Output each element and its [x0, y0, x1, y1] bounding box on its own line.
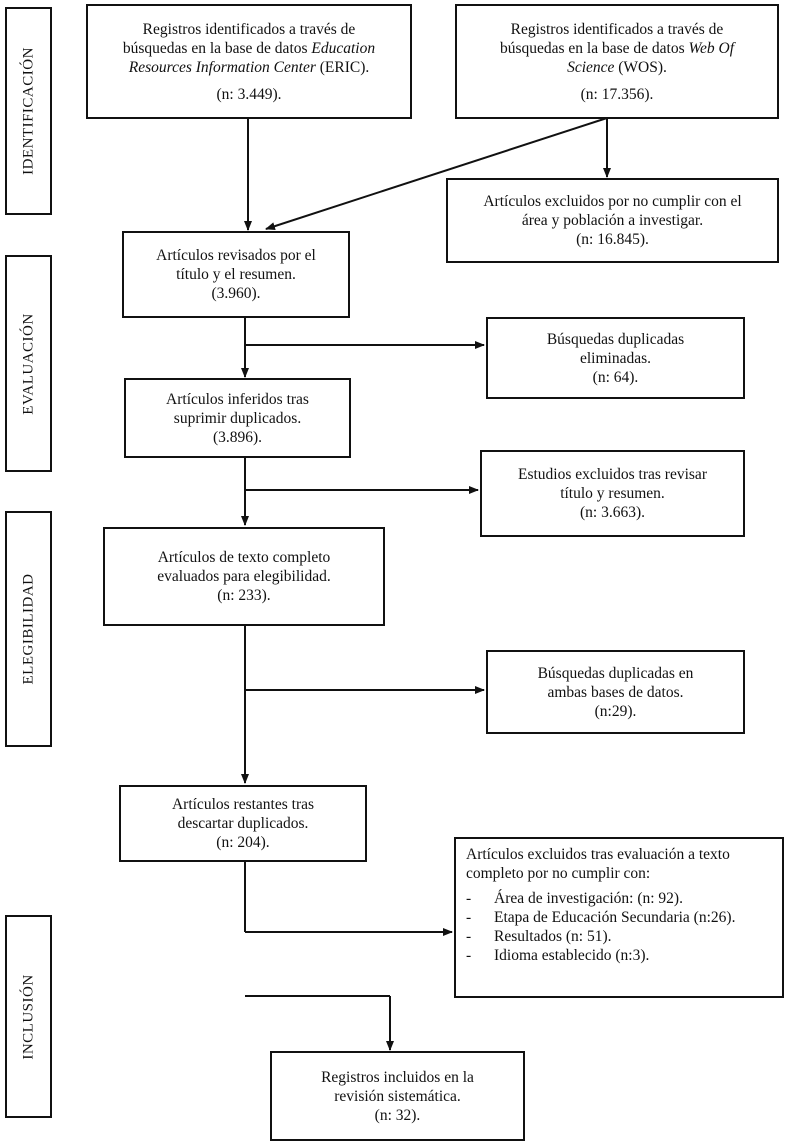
incluidos-line2: revisión sistemática. — [334, 1087, 461, 1105]
phase-evaluacion: EVALUACIÓN — [5, 255, 52, 472]
texto-completo-line1: Artículos de texto completo — [157, 549, 331, 566]
wos-line2: búsquedas en la base de datos Web Of — [499, 39, 735, 57]
phase-identificacion: IDENTIFICACIÓN — [5, 7, 52, 215]
box-busquedas-duplicadas: Búsquedas duplicadas eliminadas. (n: 64)… — [486, 317, 745, 399]
incluidos-line3: (n: 32). — [374, 1106, 421, 1124]
restantes-line1: Artículos restantes tras — [171, 796, 315, 813]
phase-inclusion: INCLUSIÓN — [5, 915, 52, 1118]
eric-line2: búsquedas en la base de datos Education — [122, 39, 376, 57]
excl-titulo-line3: (n: 3.663). — [579, 504, 645, 521]
list-item: Área de investigación: (n: 92). — [466, 889, 772, 908]
list-item: Resultados (n: 51). — [466, 927, 772, 946]
wos-count: (n: 17.356). — [580, 85, 654, 103]
inferidos-line2: suprimir duplicados. — [173, 409, 302, 427]
duplicadas-line1: Búsquedas duplicadas — [546, 330, 685, 348]
phase-evaluacion-label: EVALUACIÓN — [20, 312, 36, 415]
inferidos-line3: (3.896). — [212, 428, 263, 446]
wos-line3: Science (WOS). — [567, 58, 667, 76]
texto-completo-line3: (n: 233). — [217, 587, 271, 604]
excl-completo-line2: completo por no cumplir con: — [466, 865, 651, 882]
box-articulos-inferidos: Artículos inferidos tras suprimir duplic… — [124, 378, 351, 458]
phase-elegibilidad-label: ELEGIBILIDAD — [20, 573, 36, 685]
restantes-line3: (n: 204). — [216, 834, 270, 851]
duplicadas-ambas-line3: (n:29). — [594, 702, 637, 720]
box-excluidos-texto-completo: Artículos excluidos tras evaluación a te… — [454, 837, 784, 998]
phase-identificacion-label: IDENTIFICACIÓN — [20, 47, 36, 175]
inferidos-line1: Artículos inferidos tras — [166, 390, 309, 408]
excl-completo-list: Área de investigación: (n: 92). Etapa de… — [466, 889, 772, 965]
excl-area-line3: (n: 16.845). — [576, 231, 649, 248]
phase-inclusion-label: INCLUSIÓN — [20, 973, 36, 1060]
excl-titulo-line2: título y resumen. — [560, 485, 665, 502]
duplicadas-line3: (n: 64). — [592, 368, 639, 386]
box-texto-completo: Artículos de texto completo evaluados pa… — [103, 527, 385, 626]
box-estudios-excluidos-titulo: Estudios excluidos tras revisar título y… — [480, 450, 745, 537]
phase-elegibilidad: ELEGIBILIDAD — [5, 511, 52, 747]
incluidos-line1: Registros incluidos en la — [321, 1068, 474, 1086]
revisados-line2: título y el resumen. — [176, 266, 296, 283]
box-registros-eric: Registros identificados a través de búsq… — [86, 4, 412, 119]
list-item: Idioma establecido (n:3). — [466, 946, 772, 965]
excl-titulo-line1: Estudios excluidos tras revisar — [518, 466, 707, 483]
box-articulos-restantes: Artículos restantes tras descartar dupli… — [119, 785, 367, 862]
revisados-line3: (3.960). — [211, 285, 261, 302]
box-duplicadas-ambas: Búsquedas duplicadas en ambas bases de d… — [486, 650, 745, 734]
duplicadas-line2: eliminadas. — [579, 349, 652, 367]
wos-line1: Registros identificados a través de — [510, 20, 724, 38]
revisados-line1: Artículos revisados por el — [156, 247, 316, 264]
box-registros-incluidos: Registros incluidos en la revisión siste… — [270, 1051, 525, 1141]
excl-area-line2: área y población a investigar. — [521, 212, 704, 229]
restantes-line2: descartar duplicados. — [177, 815, 309, 832]
arrow-wos-to-revisados — [265, 117, 608, 231]
excl-area-line1: Artículos excluidos por no cumplir con e… — [483, 193, 742, 210]
box-articulos-revisados: Artículos revisados por el título y el r… — [122, 231, 350, 318]
eric-line3: Resources Information Center (ERIC). — [128, 58, 370, 76]
eric-line1: Registros identificados a través de — [142, 20, 356, 38]
excl-completo-line1: Artículos excluidos tras evaluación a te… — [466, 846, 730, 863]
duplicadas-ambas-line1: Búsquedas duplicadas en — [537, 664, 694, 682]
duplicadas-ambas-line2: ambas bases de datos. — [547, 683, 684, 701]
box-registros-wos: Registros identificados a través de búsq… — [455, 4, 779, 119]
eric-count: (n: 3.449). — [216, 85, 282, 103]
box-excluidos-area: Artículos excluidos por no cumplir con e… — [446, 178, 779, 263]
texto-completo-line2: evaluados para elegibilidad. — [157, 568, 331, 585]
list-item: Etapa de Educación Secundaria (n:26). — [466, 908, 772, 927]
